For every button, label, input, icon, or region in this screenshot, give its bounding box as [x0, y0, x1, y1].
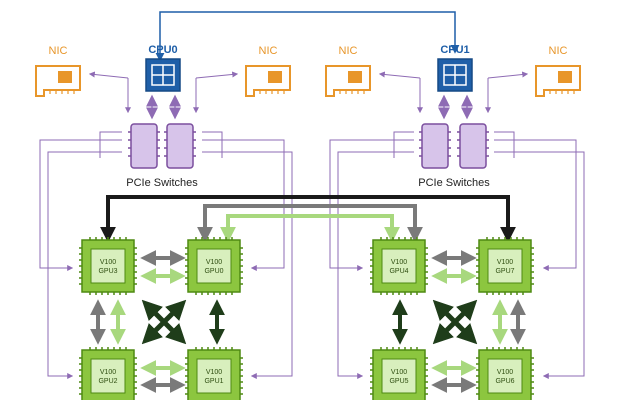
gpu-model-label: V100 [100, 259, 116, 266]
pcie-line-r-left-outer-bot [337, 151, 414, 379]
nvlink-cross-left-b [141, 299, 187, 345]
pcie-switch-left-b [164, 123, 196, 169]
gpu-model-label: V100 [497, 369, 513, 376]
pcie-line-left-outer-top [39, 139, 122, 271]
nic-card-right-1: NIC [535, 45, 581, 97]
pcie-switches-label-left: PCIe Switches [126, 177, 198, 189]
cpu-interconnect [155, 11, 460, 62]
pcie-line-right-inner [202, 131, 223, 158]
pcie-line-r-right-inner [494, 131, 515, 158]
gpu-name-label: GPU0 [204, 268, 223, 275]
gpu-model-label: V100 [206, 259, 222, 266]
nic-card-left-0: NIC [35, 45, 81, 97]
cpu0-nic-link-left [88, 71, 129, 79]
gpu-name-label: GPU5 [389, 378, 408, 385]
pcie-line-r-right-outer-bot [494, 151, 585, 379]
nvlink-gpu0-gpu4-gray [197, 204, 423, 243]
pcie-line-r-left-inner [393, 131, 414, 158]
pcie-switch-right-b [457, 123, 489, 169]
pcie-line-left-inner [99, 131, 122, 158]
nic-card-right-0: NIC [325, 45, 371, 97]
cpu1-nic-link-left [378, 71, 421, 79]
gpu-model-label: V100 [100, 369, 116, 376]
cpu0-chip: CPU0 [145, 44, 181, 92]
cpu1-chip: CPU1 [437, 44, 473, 92]
nvlink-gpu3-gpu7 [100, 195, 516, 243]
nic-card-left-1: NIC [245, 45, 291, 97]
cpu1-nic-link-right [487, 71, 529, 79]
pcie-switch-left-a [128, 123, 160, 169]
cpu0-nic-link-right [195, 71, 239, 79]
nic-label: NIC [339, 45, 358, 57]
gpu-model-label: V100 [497, 259, 513, 266]
pcie-line-left-outer-bot [47, 151, 122, 379]
gpu-model-label: V100 [391, 369, 407, 376]
gpu-name-label: GPU2 [98, 378, 117, 385]
nic-label: NIC [259, 45, 278, 57]
gpu-name-label: GPU3 [98, 268, 117, 275]
pcie-line-r-right-outer-top [494, 139, 577, 271]
gpu-model-label: V100 [391, 259, 407, 266]
gpu-name-label: GPU1 [204, 378, 223, 385]
cpu1-label: CPU1 [440, 44, 469, 56]
pcie-switches-label-right: PCIe Switches [418, 177, 490, 189]
nvlink-cross-right-b [432, 299, 478, 345]
cpu0-label: CPU0 [148, 44, 177, 56]
pcie-switch-right-a [419, 123, 451, 169]
nic-label: NIC [49, 45, 68, 57]
nvlink-gpu0-gpu4-green [220, 214, 400, 243]
gpu-name-label: GPU7 [495, 268, 514, 275]
gpu-name-label: GPU4 [389, 268, 408, 275]
gpu-model-label: V100 [206, 369, 222, 376]
pcie-line-right-outer-bot [202, 151, 293, 379]
gpu-name-label: GPU6 [495, 378, 514, 385]
nic-label: NIC [549, 45, 568, 57]
